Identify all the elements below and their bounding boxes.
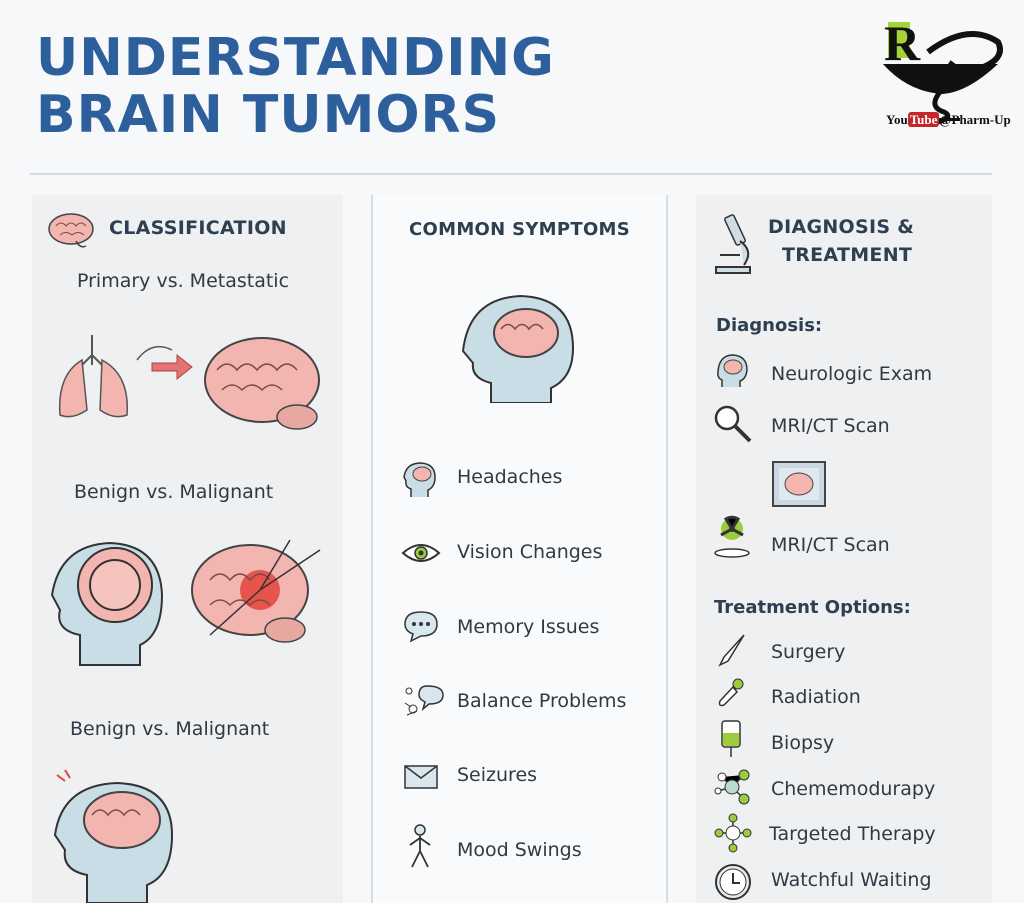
- treatment-item: Surgery: [771, 641, 846, 663]
- svg-text:R: R: [884, 15, 921, 71]
- iv-bag-icon: [721, 720, 741, 757]
- symptoms-panel: COMMON SYMPTOMS Headaches Vision Changes…: [371, 195, 668, 903]
- molecule-icon: [714, 769, 750, 805]
- section-benign-malignant-2: Benign vs. Malignant: [70, 718, 270, 740]
- treatment-item: Radiation: [771, 686, 861, 708]
- microscope-icon: [715, 214, 751, 274]
- speech-bubble-icon: [404, 611, 438, 643]
- treatment-item: Chememodurapy: [771, 778, 936, 800]
- classification-panel: CLASSIFICATION Primary vs. Metastatic Be…: [32, 195, 343, 903]
- diagnosis-item: MRI/CT Scan: [771, 534, 890, 556]
- scalpel-icon: [718, 634, 745, 667]
- treatment-item: Watchful Waiting: [771, 869, 932, 891]
- symptom-label: Headaches: [457, 466, 563, 488]
- envelope-icon: [404, 765, 438, 789]
- balance-icon: [404, 685, 444, 716]
- mri-scan-icon: [772, 461, 826, 507]
- head-profile-illustration: [461, 294, 575, 403]
- classification-heading: CLASSIFICATION: [109, 217, 287, 239]
- lungs-to-brain-illustration: [58, 335, 320, 430]
- head-icon: [403, 462, 436, 497]
- person-icon: [409, 824, 431, 868]
- treatment-label: Treatment Options:: [714, 597, 911, 618]
- benign-malignant-illustration: [50, 539, 321, 666]
- title-line-1: UNDERSTANDING: [36, 28, 555, 88]
- diagnosis-label: Diagnosis:: [716, 315, 823, 336]
- symptom-label: Vision Changes: [457, 541, 603, 563]
- rx-logo: R: [883, 15, 1003, 125]
- dropper-icon: [718, 678, 744, 707]
- symptom-label: Seizures: [457, 764, 538, 786]
- section-primary-metastatic: Primary vs. Metastatic: [77, 270, 290, 292]
- diagnosis-treatment-panel: DIAGNOSIS &TREATMENT Diagnosis: Neurolog…: [696, 195, 992, 903]
- title-line-2: BRAIN TUMORS: [36, 85, 501, 145]
- clock-icon: [715, 864, 751, 900]
- treatment-item: Targeted Therapy: [769, 823, 936, 845]
- symptom-label: Memory Issues: [457, 616, 600, 638]
- brain-head-icon: [717, 354, 748, 387]
- treatment-item: Biopsy: [771, 732, 835, 754]
- symptom-label: Mood Swings: [457, 839, 582, 861]
- diagnosis-heading: DIAGNOSIS &TREATMENT: [768, 216, 915, 266]
- diagnosis-item: MRI/CT Scan: [771, 415, 890, 437]
- magnifier-icon: [714, 405, 752, 443]
- section-benign-malignant: Benign vs. Malignant: [74, 481, 274, 503]
- symptoms-heading: COMMON SYMPTOMS: [409, 219, 631, 240]
- symptom-label: Balance Problems: [457, 690, 627, 712]
- radiation-icon: [714, 515, 750, 558]
- brain-icon: [48, 213, 94, 248]
- divider: [30, 173, 992, 175]
- eye-icon: [401, 544, 441, 562]
- network-icon: [714, 813, 752, 853]
- head-with-brain-illustration: [53, 769, 174, 903]
- diagnosis-item: Neurologic Exam: [771, 363, 933, 385]
